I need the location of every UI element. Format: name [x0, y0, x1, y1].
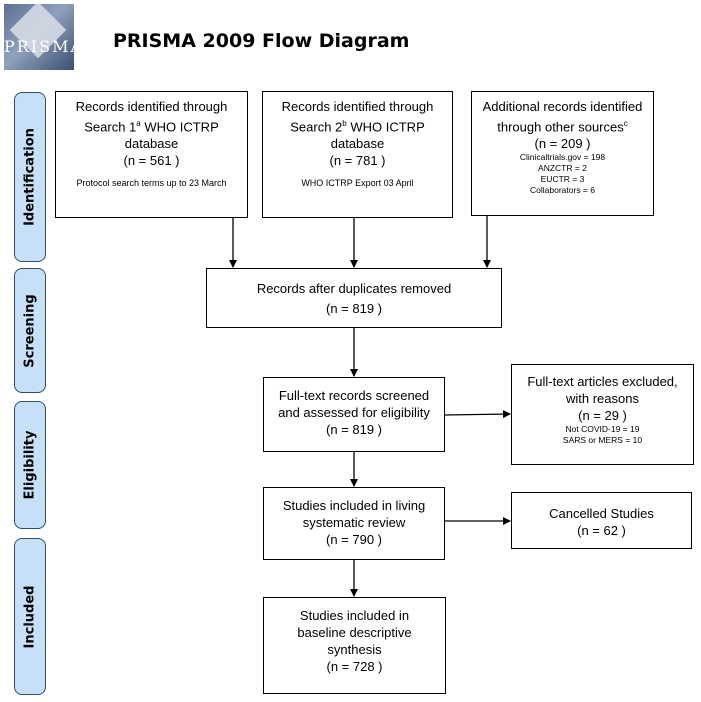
excluded-reason: Not COVID-19 = 19 [565, 424, 640, 434]
count-screened: (n = 819 ) [325, 422, 382, 437]
count-excluded: (n = 29 ) [578, 408, 627, 423]
note-search1: Protocol search terms up to 23 March [76, 178, 227, 189]
count-search2: (n = 781 ) [329, 153, 386, 169]
other-item: Collaborators = 6 [530, 185, 595, 196]
count-living: (n = 790 ) [325, 532, 382, 547]
count-cancelled: (n = 62 ) [577, 523, 626, 538]
stage-eligibility: Eligibility [14, 401, 46, 529]
page-title: PRISMA 2009 Flow Diagram [113, 30, 410, 52]
logo-text: PRISMA [4, 37, 74, 56]
count-other: (n = 209 ) [534, 136, 591, 152]
stage-screening: Screening [14, 268, 46, 393]
prisma-logo: PRISMA [4, 4, 74, 70]
box-search1: Records identified through Search 1a WHO… [55, 91, 248, 218]
excluded-reason: SARS or MERS = 10 [562, 435, 643, 445]
other-item: ANZCTR = 2 [538, 163, 587, 174]
box-full-text-excluded: Full-text articles excluded, with reason… [511, 364, 694, 465]
box-duplicates-removed: Records after duplicates removed (n = 81… [206, 268, 502, 328]
count-duplicates: (n = 819 ) [325, 301, 382, 316]
box-baseline-synthesis: Studies included in baseline descriptive… [263, 597, 446, 694]
stage-identification: Identification [14, 92, 46, 262]
other-item: Clinicaltrials.gov = 198 [519, 152, 606, 163]
stage-included: Included [14, 538, 46, 695]
box-other-sources: Additional records identified through ot… [471, 91, 654, 216]
count-baseline: (n = 728 ) [326, 659, 383, 674]
note-search2: WHO ICTRP Export 03 April [301, 178, 414, 189]
box-search2: Records identified through Search 2b WHO… [262, 91, 453, 218]
box-living-review: Studies included in living systematic re… [263, 487, 445, 560]
box-full-text-screened: Full-text records screened and assessed … [263, 377, 445, 452]
count-search1: (n = 561 ) [123, 153, 180, 169]
other-item: EUCTR = 3 [540, 174, 585, 185]
arrow-screened-to-excluded [444, 410, 511, 419]
box-cancelled-studies: Cancelled Studies (n = 62 ) [511, 492, 692, 549]
